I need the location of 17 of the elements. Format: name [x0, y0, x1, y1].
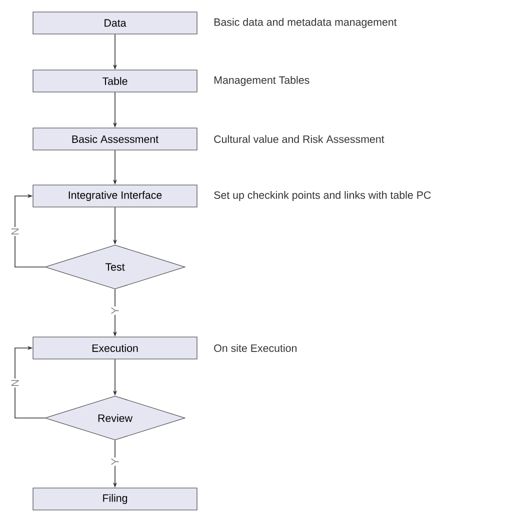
- edge-label: Y: [110, 306, 120, 315]
- side-note: On site Execution: [214, 344, 296, 352]
- process-box: Integrative Interface: [32, 184, 198, 208]
- arrow: [14, 346, 46, 418]
- side-note: Set up checkink points and links with table PC: [214, 191, 431, 201]
- process-box: Data: [32, 12, 198, 34]
- process-box: Execution: [32, 336, 198, 360]
- process-box: Basic Assessment: [32, 128, 198, 150]
- process-box: Table: [32, 70, 198, 92]
- arrow: [14, 194, 46, 268]
- process-box: Filing: [32, 488, 198, 510]
- side-note: Cultural value and Risk Assessment: [214, 135, 384, 143]
- side-note: Basic data and metadata management: [214, 18, 397, 28]
- side-note: Management Tables: [214, 76, 310, 86]
- edge-label: Y: [110, 457, 120, 466]
- edge-label: N: [10, 227, 20, 236]
- edge-label: N: [10, 378, 20, 388]
